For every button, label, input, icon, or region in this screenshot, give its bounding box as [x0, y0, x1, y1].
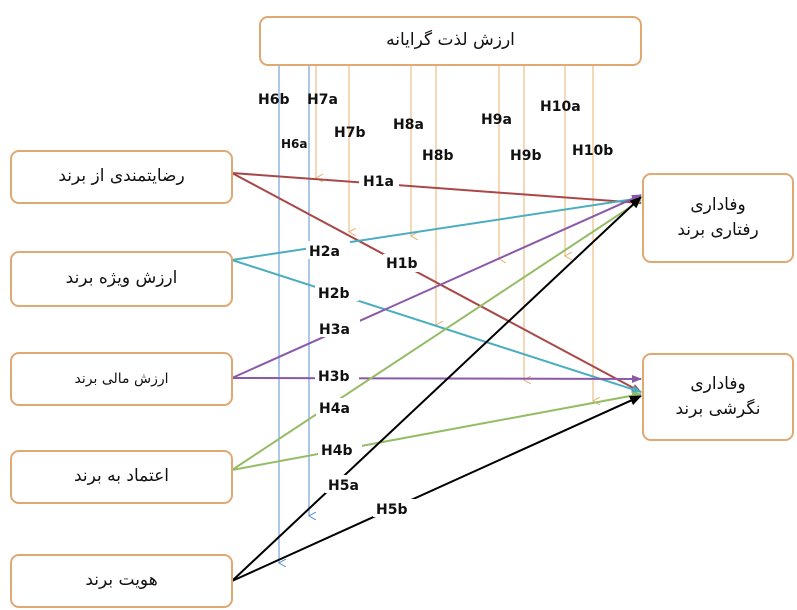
label-h1b: H1b [386, 256, 417, 272]
arrow-h5b [231, 395, 642, 582]
label-h1a: H1a [363, 174, 394, 190]
node-hedonic-value: ارزش لذت گرایانه [259, 16, 642, 66]
label-h7a: H7a [307, 92, 338, 108]
node-brand-identity: هویت برند [10, 554, 233, 608]
label-h3a: H3a [319, 322, 350, 338]
label-h6b: H6b [258, 92, 289, 108]
node-brand-satisfaction-label: رضایتمندی از برند [58, 166, 185, 187]
arrow-h3a [231, 194, 642, 379]
arrow-h1b [231, 172, 642, 393]
label-h8b: H8b [422, 148, 453, 164]
label-h8a: H8a [393, 117, 424, 133]
label-h9a: H9a [481, 112, 512, 128]
label-h3b: H3b [318, 369, 349, 385]
arrow-h2b [231, 259, 642, 394]
node-brand-satisfaction: رضایتمندی از برند [10, 150, 233, 204]
label-h7b: H7b [334, 125, 365, 141]
label-h9b: H9b [510, 148, 541, 164]
label-h6a: H6a [281, 137, 308, 151]
node-hedonic-value-label: ارزش لذت گرایانه [386, 30, 515, 51]
node-behavioral-loyalty: وفاداری رفتاری برند [642, 173, 794, 263]
node-brand-trust: اعتماد به برند [10, 450, 233, 504]
node-brand-financial-value: ارزش مالی برند [10, 352, 233, 406]
node-behavioral-loyalty-label: وفاداری رفتاری برند [677, 194, 759, 241]
label-h4b: H4b [321, 443, 352, 459]
arrow-h3b [231, 374, 642, 383]
arrow-h1a [231, 172, 642, 207]
label-h2b: H2b [318, 286, 349, 302]
arrow-h4a [231, 199, 642, 471]
label-h10b: H10b [572, 143, 613, 159]
node-attitudinal-loyalty: وفاداری نگرشی برند [642, 353, 794, 441]
node-brand-equity-label: ارزش ویژه برند [65, 268, 178, 289]
node-brand-trust-label: اعتماد به برند [74, 466, 169, 487]
node-attitudinal-loyalty-label: وفاداری نگرشی برند [675, 373, 761, 420]
label-h5a: H5a [328, 478, 359, 494]
label-h10a: H10a [540, 99, 581, 115]
arrow-h2a [231, 195, 642, 261]
node-brand-financial-value-label: ارزش مالی برند [74, 370, 169, 387]
arrow-h4b [231, 391, 642, 471]
label-h2a: H2a [309, 244, 340, 260]
moderator-arrows [279, 66, 593, 563]
node-brand-identity-label: هویت برند [85, 570, 158, 591]
path-arrows [231, 172, 642, 582]
hypothesis-labels: H1a H1b H2a H2b H3a H3b H4a H4b H5a H5b … [258, 92, 613, 518]
label-h5b: H5b [376, 502, 407, 518]
node-brand-equity: ارزش ویژه برند [10, 251, 233, 307]
label-h4a: H4a [319, 401, 350, 417]
arrow-h5a [231, 196, 642, 582]
